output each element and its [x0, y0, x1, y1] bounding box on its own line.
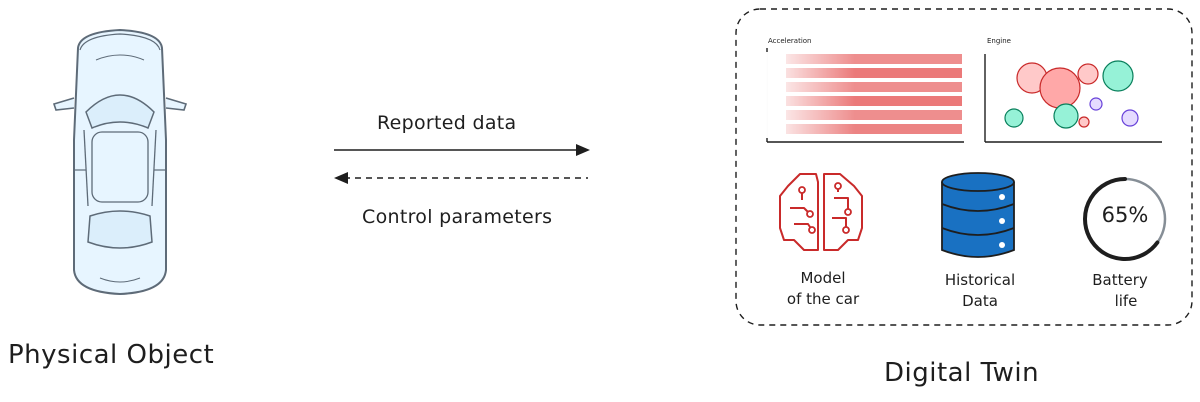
engine-chart-title: Engine [987, 37, 1011, 45]
model-label-line1: Model [800, 269, 846, 287]
acceleration-chart [766, 48, 964, 143]
acceleration-chart-title: Acceleration [768, 37, 812, 45]
engine-bubbles [1004, 60, 1139, 129]
battery-percent-value: 65% [1101, 203, 1149, 227]
database-icon [941, 172, 1015, 258]
engine-chart [984, 54, 1162, 143]
battery-label-line2: life [1114, 292, 1138, 310]
battery-life-label: Battery life [1065, 270, 1175, 312]
model-of-the-car-label: Model of the car [768, 268, 878, 310]
physical-object-title: Physical Object [8, 340, 215, 370]
historical-data-label: Historical Data [925, 270, 1035, 312]
car-top-view-icon [52, 28, 188, 296]
model-label-line2: of the car [786, 290, 860, 308]
historical-label-line2: Data [962, 292, 998, 310]
battery-level-arc [1083, 177, 1160, 261]
battery-life-gauge [1083, 177, 1167, 261]
digital-twin-title: Digital Twin [884, 358, 1040, 388]
historical-label-line1: Historical [944, 271, 1016, 289]
digital-twin-frame [735, 8, 1193, 326]
control-parameters-label: Control parameters [362, 206, 553, 228]
reported-data-arrow [334, 144, 590, 156]
reported-data-label: Reported data [377, 112, 517, 134]
battery-label-line1: Battery [1092, 271, 1148, 289]
acceleration-bars [766, 52, 964, 138]
control-parameters-arrow [334, 172, 588, 184]
brain-circuit-icon [779, 173, 863, 251]
